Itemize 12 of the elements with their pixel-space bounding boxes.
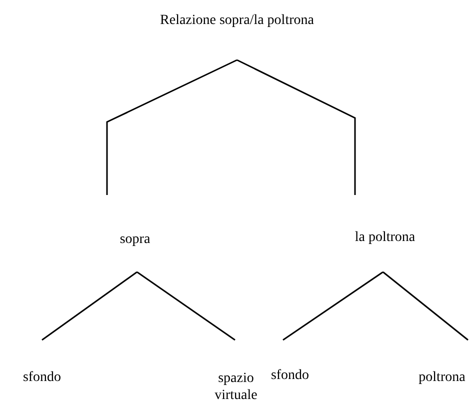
- tree-branch-line: [106, 59, 238, 195]
- tree-branch-line: [236, 59, 356, 195]
- tree-branch-line: [282, 271, 384, 341]
- node-label: sfondo: [270, 367, 310, 384]
- tree-branch-line: [136, 271, 236, 341]
- tree-branch-line: [382, 271, 468, 341]
- node-label: sopra: [120, 231, 150, 248]
- node-label: poltrona: [418, 369, 466, 386]
- tree-branch-line: [42, 271, 138, 341]
- node-label: Relazione sopra/la poltrona: [160, 12, 314, 29]
- node-label: sfondo: [22, 369, 62, 386]
- node-label: la poltrona: [354, 229, 416, 246]
